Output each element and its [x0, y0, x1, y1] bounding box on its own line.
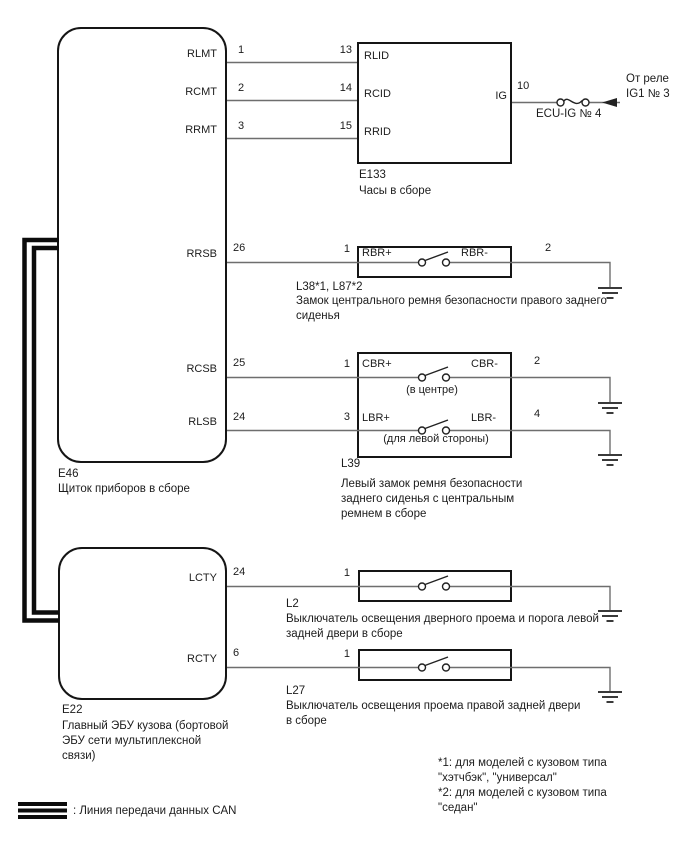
can-bus-lines	[22, 237, 59, 623]
component-caption-l38-line1: Замок центрального ремня безопасности пр…	[296, 295, 607, 307]
component-id-l27: L27	[286, 685, 306, 697]
footnote-line3: *2: для моделей с кузовом типа	[438, 787, 607, 799]
pin-number-cbr-in: 1	[343, 358, 350, 370]
pin-label-rlmt: RLMT	[187, 48, 217, 60]
footnote-line1: *1: для моделей с кузовом типа	[438, 757, 607, 769]
can-legend-label: : Линия передачи данных CAN	[73, 805, 237, 817]
pin-label-ig: IG	[495, 90, 507, 102]
pin-number-rlmt: 1	[238, 44, 245, 56]
component-caption-l2-line1: Выключатель освещения дверного проема и …	[286, 613, 599, 625]
pin-label-cbr-plus: CBR+	[362, 358, 392, 370]
component-caption-l27-line1: Выключатель освещения проема правой задн…	[286, 700, 581, 712]
component-box-l39-belt-buckle	[357, 352, 512, 458]
connector-id-e46: E46	[58, 468, 79, 480]
pin-number-rcty: 6	[233, 647, 240, 659]
pin-number-rlsb: 24	[233, 411, 246, 423]
pin-label-rrsb: RRSB	[186, 248, 217, 260]
component-box-e133-clock	[357, 42, 512, 164]
pin-number-l27-in: 1	[343, 648, 350, 660]
pin-label-lbr-minus: LBR-	[471, 412, 497, 424]
arrow-left-icon	[602, 98, 617, 107]
pin-number-rlid: 13	[339, 44, 352, 56]
pin-label-rbr-plus: RBR+	[362, 247, 392, 259]
component-box-l27-door-switch	[358, 649, 512, 681]
pin-label-lcty: LCTY	[188, 572, 217, 584]
pin-number-lcty: 24	[233, 566, 246, 578]
connector-id-e22: E22	[62, 704, 83, 716]
component-id-l38: L38*1, L87*2	[296, 281, 363, 293]
component-caption-l38-line2: сиденья	[296, 310, 340, 322]
fuse-label: ECU-IG № 4	[536, 108, 602, 120]
pin-label-rcid: RCID	[364, 88, 391, 100]
connector-caption-e22-line1: Главный ЭБУ кузова (бортовой	[62, 720, 229, 732]
connector-box-e22	[58, 547, 227, 700]
pin-number-rrid: 15	[339, 120, 352, 132]
pin-label-lbr-plus: LBR+	[362, 412, 390, 424]
power-source-line2: IG1 № 3	[626, 88, 670, 100]
fuse-icon	[556, 98, 590, 107]
footnote-line2: "хэтчбэк", "универсал"	[438, 772, 557, 784]
pin-number-l2-in: 1	[343, 567, 350, 579]
switch-note-left: (для левой стороны)	[383, 433, 489, 445]
component-caption-l39-line1: Левый замок ремня безопасности	[341, 478, 523, 490]
switch-icons	[417, 251, 451, 672]
pin-label-rrmt: RRMT	[185, 124, 217, 136]
pin-number-rcid: 14	[339, 82, 352, 94]
component-caption-l2-line2: задней двери в сборе	[286, 628, 403, 640]
component-caption-l39-line3: ремнем в сборе	[341, 508, 427, 520]
component-box-l2-door-switch	[358, 570, 512, 602]
switch-note-center: (в центре)	[406, 384, 458, 396]
pin-number-rbr-out: 2	[545, 242, 552, 254]
pin-number-rcmt: 2	[238, 82, 245, 94]
pin-number-rrmt: 3	[238, 120, 245, 132]
power-source-line1: От реле	[626, 73, 669, 85]
pin-number-lbr-out: 4	[534, 408, 541, 420]
pin-label-rcty: RCTY	[187, 653, 217, 665]
connector-caption-e22-line2: ЭБУ сети мультиплексной	[62, 735, 202, 747]
pin-number-rbr-in: 1	[343, 243, 350, 255]
pin-number-rcsb: 25	[233, 357, 246, 369]
pin-label-rcsb: RCSB	[186, 363, 217, 375]
component-caption-l27-line2: в сборе	[286, 715, 327, 727]
can-legend-symbol	[18, 802, 67, 819]
pin-label-cbr-minus: CBR-	[471, 358, 498, 370]
connector-caption-e46: Щиток приборов в сборе	[58, 483, 190, 495]
component-caption-l39-line2: заднего сиденья с центральным	[341, 493, 515, 505]
component-id-e133: E133	[359, 169, 386, 181]
connector-caption-e22-line3: связи)	[62, 750, 96, 762]
component-caption-e133: Часы в сборе	[359, 185, 432, 197]
component-id-l2: L2	[286, 598, 299, 610]
pin-number-rrsb: 26	[233, 242, 246, 254]
pin-label-rlsb: RLSB	[188, 416, 217, 428]
footnote-line4: "седан"	[438, 802, 478, 814]
component-id-l39: L39	[341, 458, 361, 470]
pin-label-rlid: RLID	[364, 50, 390, 62]
ground-icons	[598, 287, 622, 703]
pin-number-cbr-out: 2	[534, 355, 541, 367]
pin-label-rbr-minus: RBR-	[461, 247, 488, 259]
pin-number-ig: 10	[517, 80, 530, 92]
pin-label-rrid: RRID	[364, 126, 391, 138]
pin-number-lbr-in: 3	[343, 411, 350, 423]
pin-label-rcmt: RCMT	[185, 86, 217, 98]
